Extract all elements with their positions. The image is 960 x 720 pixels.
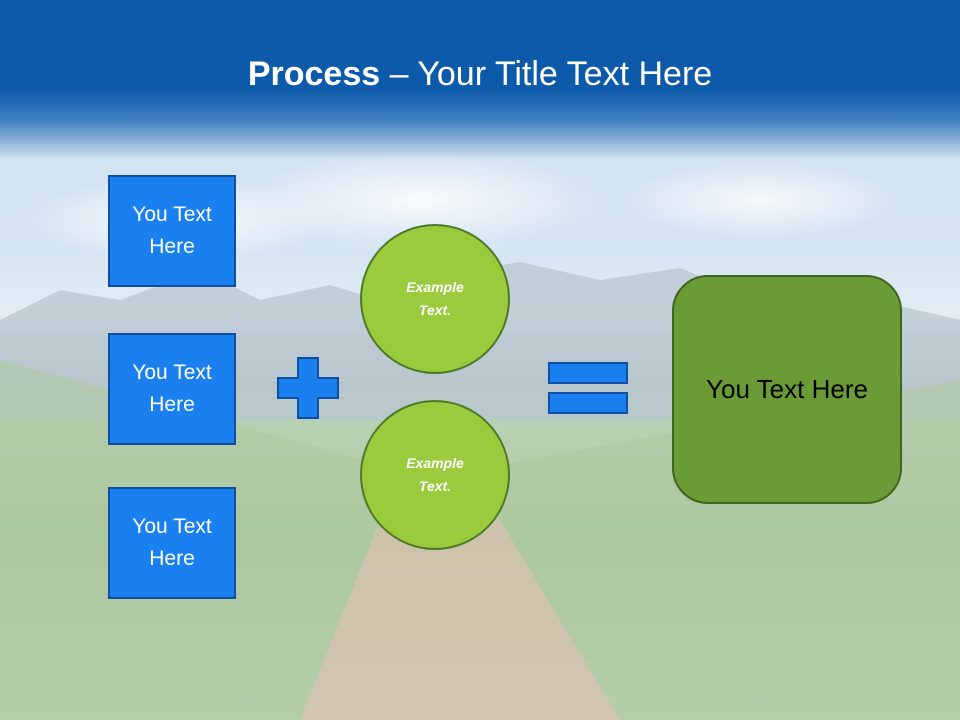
left-box-3-line2: Here: [149, 547, 195, 570]
circle-1-line1: Example: [406, 279, 464, 295]
left-box-2-line1: You Text: [132, 361, 212, 384]
result-box: You Text Here: [672, 275, 902, 504]
title-bar: [0, 0, 960, 160]
slide-title: Process – Your Title Text Here: [0, 52, 960, 96]
left-box-1-line1: You Text: [132, 203, 212, 226]
left-box-2-line2: Here: [149, 393, 195, 416]
title-bold: Process: [247, 55, 381, 93]
equals-icon: [548, 362, 628, 414]
left-box-1-line2: Here: [149, 235, 195, 258]
circle-2-line2: Text.: [418, 478, 452, 494]
circle-2-line1: Example: [406, 455, 464, 471]
title-rest: – Your Title Text Here: [380, 55, 713, 93]
left-box-3-line1: You Text: [132, 515, 212, 538]
result-text: You Text Here: [706, 374, 868, 404]
plus-icon: [277, 357, 339, 419]
circle-1-line2: Text.: [418, 302, 452, 318]
